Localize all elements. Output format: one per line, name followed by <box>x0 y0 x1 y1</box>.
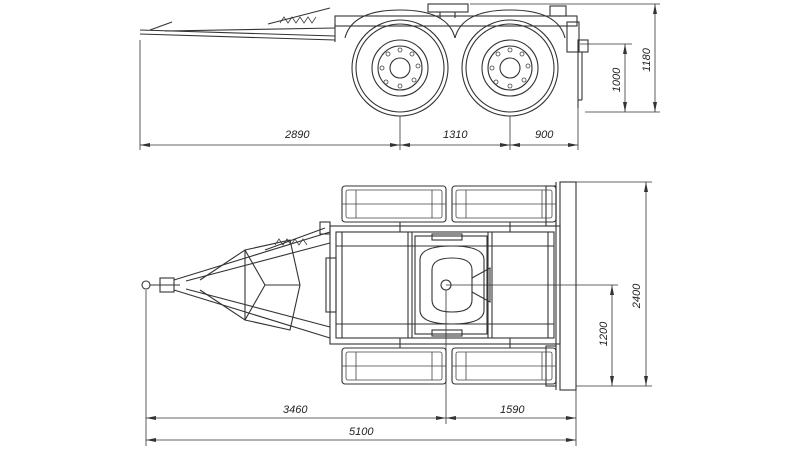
side-dimensions: 2890 1310 900 1000 1180 <box>139 3 660 150</box>
dim-5100: 5100 <box>349 426 374 438</box>
dim-1000: 1000 <box>611 67 623 92</box>
top-wheel-rr <box>451 347 557 385</box>
dim-1310: 1310 <box>443 129 468 141</box>
side-fenders <box>344 9 566 39</box>
side-wheel-rear <box>461 19 559 117</box>
dim-2400: 2400 <box>631 283 643 309</box>
top-axles <box>399 222 511 348</box>
dim-2890: 2890 <box>284 129 310 141</box>
top-wheel-fl <box>341 185 447 223</box>
dim-1200: 1200 <box>598 321 610 346</box>
dim-900: 900 <box>535 129 554 141</box>
side-view: 2890 1310 900 1000 1180 <box>139 3 660 150</box>
dim-1590: 1590 <box>500 404 525 416</box>
side-wheel-front <box>351 19 449 117</box>
top-rear-bumper <box>545 181 577 391</box>
top-wheel-rl <box>341 347 447 385</box>
side-drawbar <box>139 7 336 42</box>
top-view: 3460 1590 5100 1200 2400 <box>141 181 652 446</box>
dim-1180: 1180 <box>641 47 653 72</box>
top-dimensions: 3460 1590 5100 1200 2400 <box>145 181 652 446</box>
side-frame <box>334 3 589 108</box>
top-wheel-fr <box>451 185 557 223</box>
dim-3460: 3460 <box>283 404 308 416</box>
top-drawbar <box>141 221 331 339</box>
